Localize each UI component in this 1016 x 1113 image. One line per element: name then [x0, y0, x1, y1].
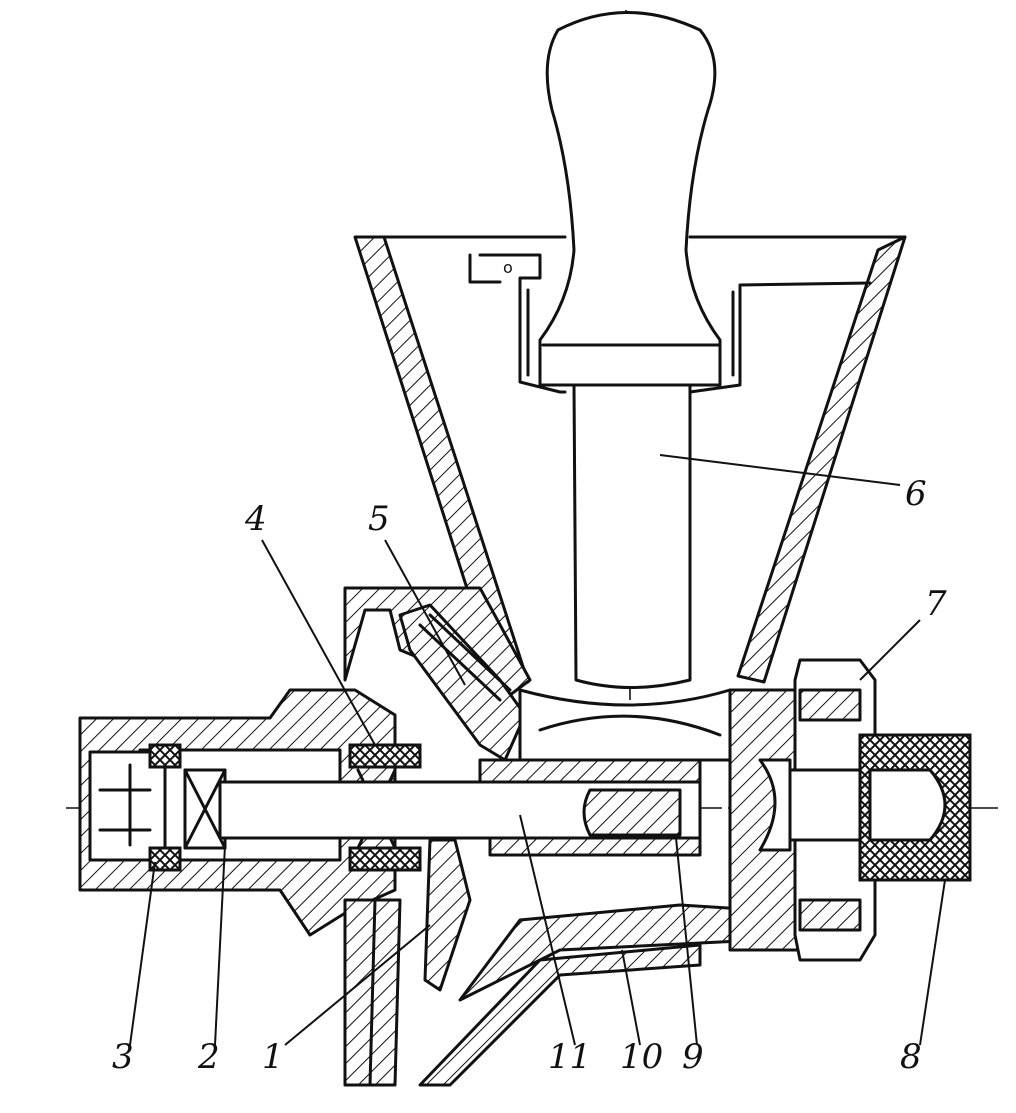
label-11: 11	[548, 1037, 591, 1077]
label-2: 2	[197, 1037, 220, 1077]
label-4: 4	[244, 499, 267, 539]
pusher	[538, 11, 722, 689]
label-3: 3	[112, 1037, 134, 1077]
hopper: o	[353, 235, 907, 694]
hopper-mark: o	[503, 258, 513, 277]
label-9: 9	[682, 1037, 704, 1077]
label-7: 7	[925, 584, 947, 624]
label-10: 10	[620, 1037, 663, 1077]
flange	[728, 688, 802, 952]
label-6: 6	[905, 474, 927, 514]
label-8: 8	[900, 1037, 922, 1077]
leader-lines	[129, 454, 946, 1046]
end-cap	[88, 750, 167, 862]
screw-insert	[582, 788, 682, 837]
bearing-left	[148, 743, 227, 872]
handle-knob	[858, 733, 972, 882]
label-5: 5	[368, 499, 390, 539]
label-1: 1	[262, 1037, 284, 1077]
